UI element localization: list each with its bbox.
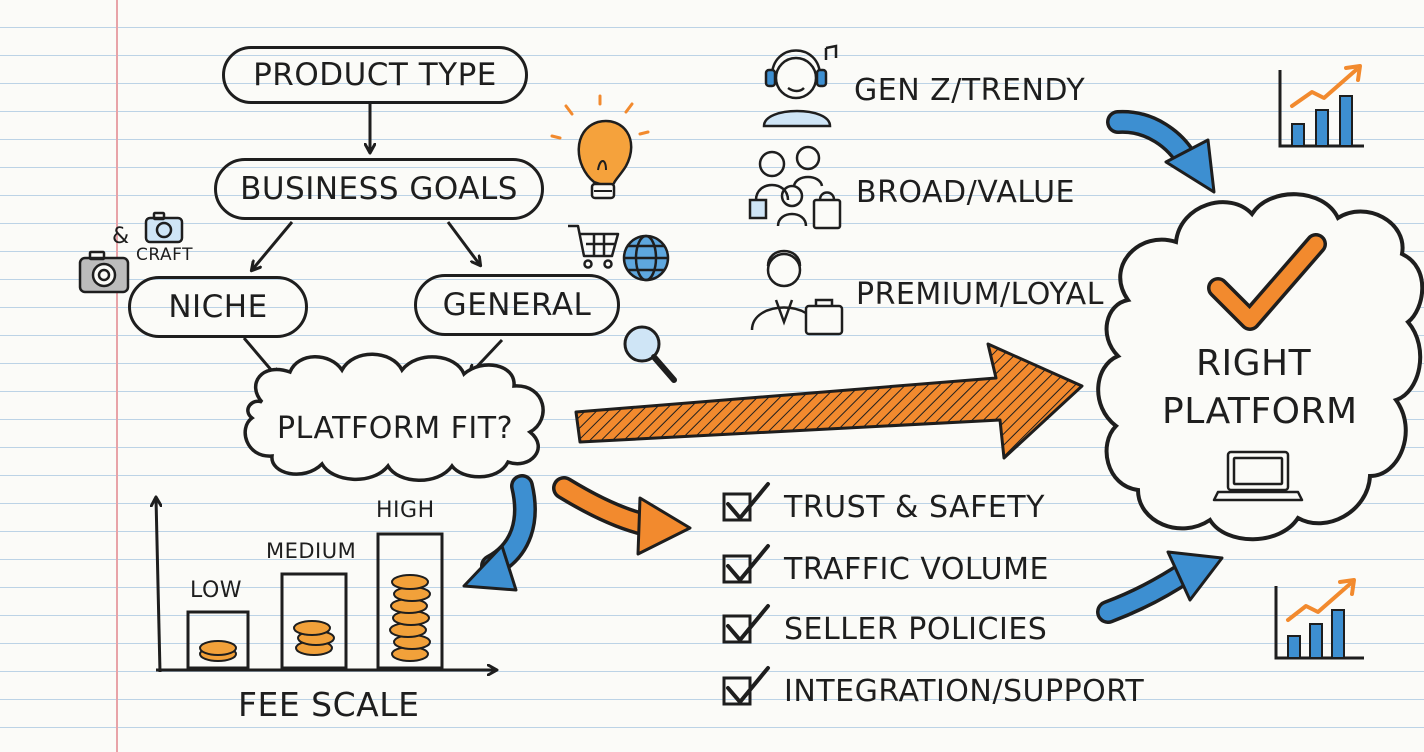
business-goals-label: BUSINESS GOALS (240, 170, 518, 207)
family-shopping-icon (748, 145, 842, 230)
business-goals-node: BUSINESS GOALS (214, 158, 544, 220)
general-label: GENERAL (442, 286, 592, 323)
checklist-traffic-label: TRAFFIC VOLUME (784, 552, 1049, 587)
fee-high-label: HIGH (376, 498, 435, 523)
audience-gen-z-label: GEN Z/TRENDY (854, 73, 1086, 108)
fee-scale-chart (156, 498, 496, 672)
product-type-node: PRODUCT TYPE (222, 46, 528, 104)
platform-fit-node: PLATFORM FIT? (250, 402, 540, 456)
niche-node: NICHE (128, 276, 308, 338)
audience-premium-label: PREMIUM/LOYAL (856, 277, 1104, 312)
coin-stacks (199, 574, 431, 662)
globe-icon (622, 234, 670, 282)
big-orange-arrow (574, 342, 1084, 460)
connector-goals-to-niche (252, 221, 294, 270)
platform-fit-label: PLATFORM FIT? (277, 411, 513, 446)
camera-icon-large (78, 250, 130, 294)
fee-low-label: LOW (190, 578, 243, 603)
lightbulb-icon (550, 94, 650, 200)
fee-bar-high (376, 532, 444, 670)
growth-chart-icon-top (1278, 64, 1364, 148)
checklist-trust-label: TRUST & SAFETY (784, 490, 1045, 525)
shopping-cart-icon (568, 224, 620, 269)
niche-label: NICHE (168, 288, 268, 325)
magnifier-icon (623, 325, 677, 383)
fee-bar-medium (280, 572, 348, 670)
orange-arrow-to-checklist (552, 476, 692, 556)
fee-bar-low (186, 610, 250, 670)
right-platform-cloud (1096, 192, 1424, 542)
connector-goals-to-general (446, 221, 480, 265)
blue-arrow-audience-to-platform (1106, 109, 1216, 194)
product-type-label: PRODUCT TYPE (253, 56, 497, 93)
general-node: GENERAL (414, 274, 620, 336)
laptop-icon (1212, 450, 1304, 502)
craft-ampersand-label: & (112, 224, 130, 249)
blue-arrow-to-fee-scale (462, 474, 537, 592)
notebook-margin-line (116, 0, 118, 752)
result-platform-label: PLATFORM (1162, 391, 1358, 432)
checklist-policies-label: SELLER POLICIES (784, 612, 1048, 647)
result-right-label: RIGHT (1196, 343, 1312, 384)
platform-fit-cloud (243, 352, 545, 482)
checklist-integration-label: INTEGRATION/SUPPORT (784, 674, 1145, 709)
craft-label: CRAFT (136, 245, 193, 265)
fee-medium-label: MEDIUM (266, 539, 357, 563)
fee-scale-title: FEE SCALE (238, 685, 420, 724)
audience-broad-label: BROAD/VALUE (856, 175, 1076, 210)
checklist-boxes (722, 482, 770, 706)
blue-arrow-checklist-to-platform (1096, 550, 1224, 624)
headphones-person-icon (762, 44, 838, 128)
growth-chart-icon-bottom (1274, 578, 1364, 660)
businessman-briefcase-icon (750, 249, 844, 336)
camera-icon-small (144, 211, 184, 244)
